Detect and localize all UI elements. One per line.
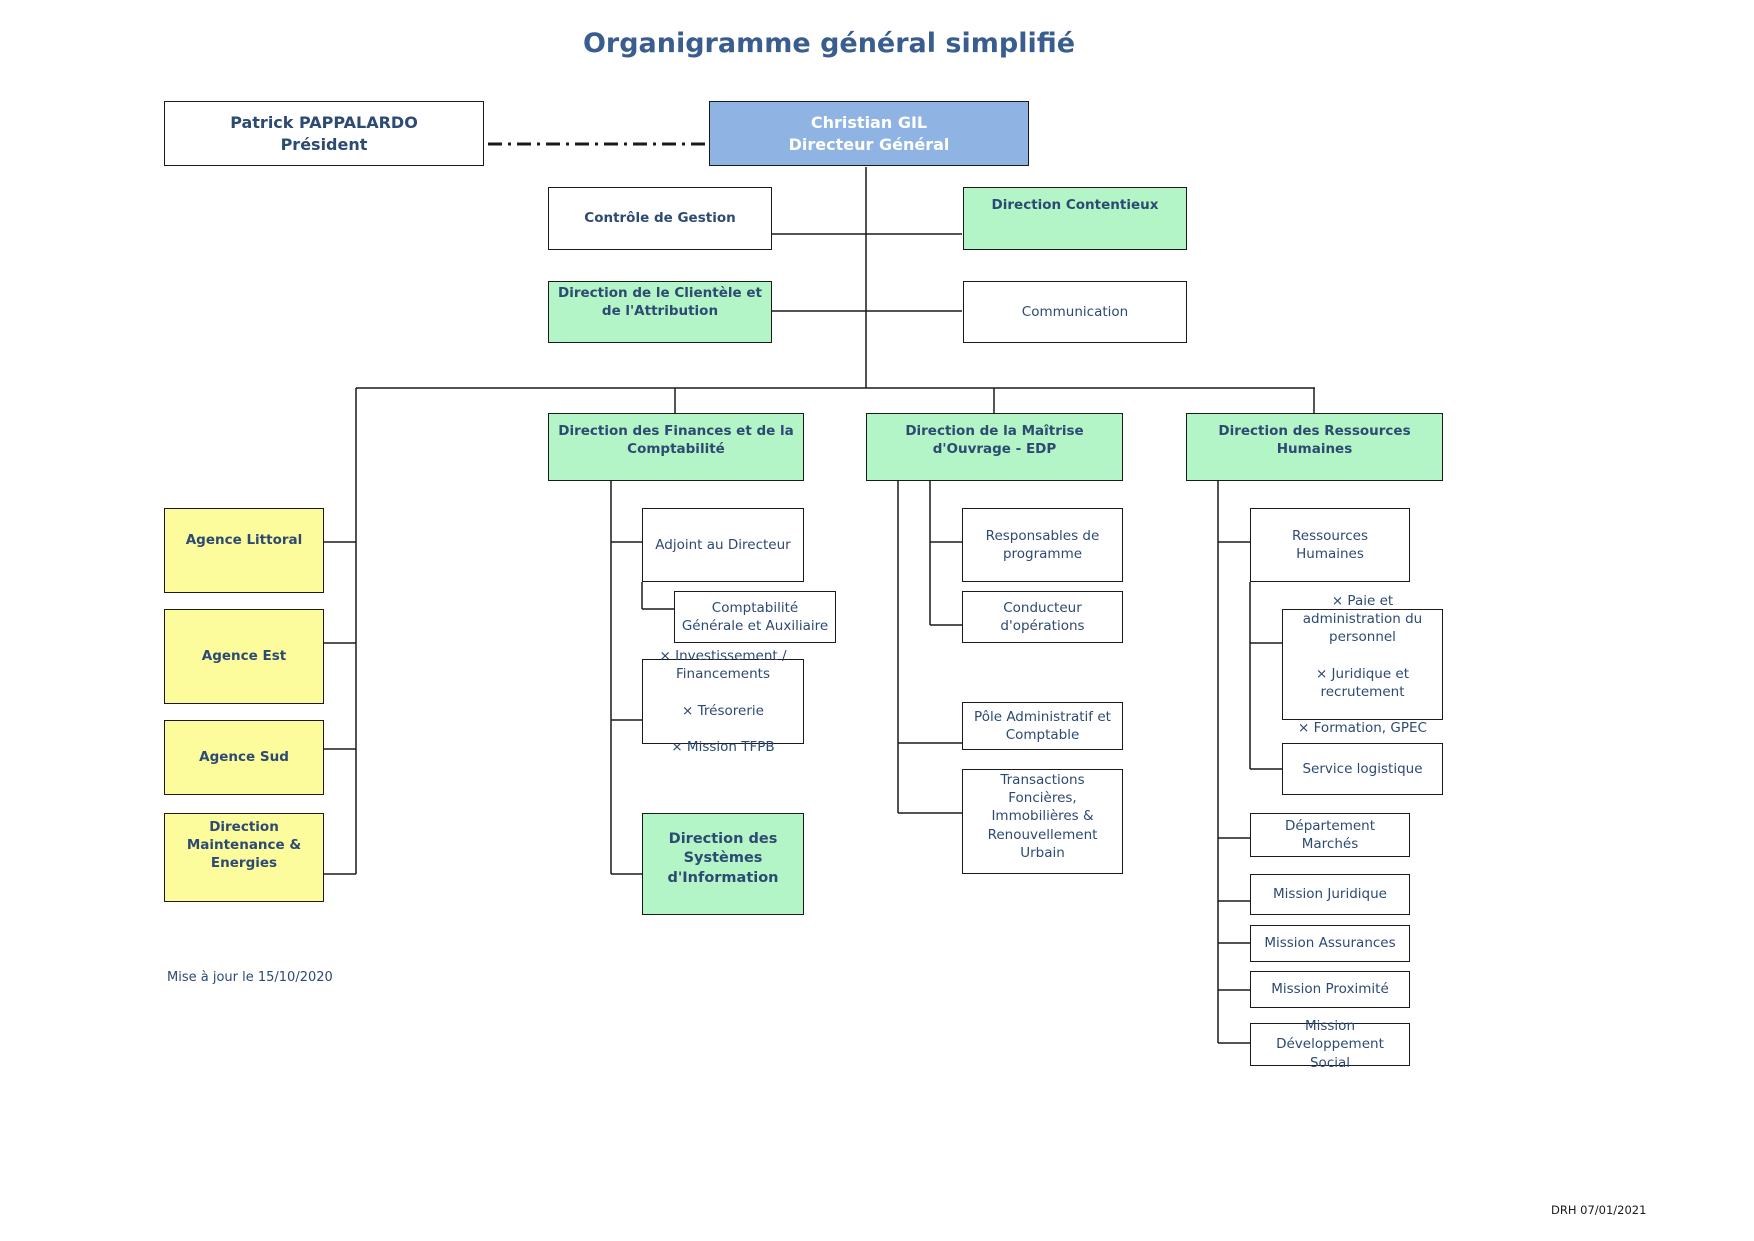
pole-administratif-label: Pôle Administratif et Comptable (974, 708, 1111, 743)
page-title: Organigramme général simplifié (582, 28, 1076, 59)
mission-assurances-box: Mission Assurances (1250, 925, 1410, 962)
mission-juridique-label: Mission Juridique (1273, 886, 1387, 903)
communication-label: Communication (1021, 303, 1129, 320)
list-item: × Trésorerie (682, 702, 764, 719)
pole-administratif-box: Pôle Administratif et Comptable (962, 702, 1123, 750)
mission-juridique-box: Mission Juridique (1250, 874, 1410, 915)
direction-clientele-box: Direction de le Clientèle et de l'Attrib… (548, 281, 772, 343)
mission-developpement-box: Mission Développement Social (1250, 1018, 1410, 1071)
direction-si-box: Direction des Systèmes d'Information (642, 813, 804, 915)
controle-gestion-label: Contrôle de Gestion (584, 210, 736, 227)
mission-proximite-label: Mission Proximité (1271, 981, 1389, 998)
mission-developpement-label: Mission Développement Social (1276, 1018, 1384, 1071)
transactions-foncieres-box: Transactions Foncières, Immobilières & R… (962, 769, 1123, 874)
direction-finances-label: Direction des Finances et de la Comptabi… (558, 423, 794, 458)
departement-marches-label: Département Marchés (1285, 817, 1375, 852)
communication-box: Communication (963, 281, 1187, 343)
agence-est-label: Agence Est (201, 648, 287, 665)
agence-littoral-box: Agence Littoral (164, 508, 324, 593)
direction-finances-box: Direction des Finances et de la Comptabi… (548, 413, 804, 481)
list-item: × Paie et administration du personnel (1302, 592, 1423, 646)
rh-services-list: × Paie et administration du personnel × … (1289, 573, 1436, 755)
list-item: × Juridique et recrutement (1315, 665, 1410, 700)
responsables-programme-label: Responsables de programme (985, 527, 1100, 562)
president-role: Président (280, 134, 368, 154)
direction-maintenance-label: Direction Maintenance & Energies (186, 819, 302, 872)
departement-marches-box: Département Marchés (1250, 813, 1410, 857)
finances-services-box: × Investissement / Financements × Trésor… (642, 648, 804, 755)
president-box: Patrick PAPPALARDO Président (164, 101, 484, 166)
direction-maintenance-box: Direction Maintenance & Energies (164, 813, 324, 902)
drh-stamp: DRH 07/01/2021 (1551, 1203, 1647, 1217)
dg-box: Christian GIL Directeur Général (709, 101, 1029, 166)
dg-role: Directeur Général (788, 134, 950, 154)
list-item: × Investissement / Financements (659, 647, 787, 683)
update-note: Mise à jour le 15/10/2020 (167, 970, 333, 985)
finances-services-list: × Investissement / Financements × Trésor… (649, 629, 797, 775)
list-item: × Formation, GPEC (1298, 720, 1427, 737)
president-name: Patrick PAPPALARDO (230, 112, 418, 132)
ressources-humaines-box: Ressources Humaines (1250, 508, 1410, 582)
controle-gestion-box: Contrôle de Gestion (548, 187, 772, 250)
direction-contentieux-label: Direction Contentieux (991, 197, 1159, 213)
service-logistique-label: Service logistique (1302, 760, 1423, 777)
comptabilite-generale-box: Comptabilité Générale et Auxiliaire (674, 591, 836, 643)
mission-proximite-box: Mission Proximité (1250, 971, 1410, 1008)
comptabilite-generale-label: Comptabilité Générale et Auxiliaire (681, 599, 829, 634)
direction-rh-box: Direction des Ressources Humaines (1186, 413, 1443, 481)
conducteur-operations-box: Conducteur d'opérations (962, 591, 1123, 643)
dg-name: Christian GIL (810, 112, 928, 132)
service-logistique-box: Service logistique (1282, 743, 1443, 795)
direction-contentieux-box: Direction Contentieux (963, 187, 1187, 250)
direction-moa-box: Direction de la Maîtrise d'Ouvrage - EDP (866, 413, 1123, 481)
adjoint-directeur-box: Adjoint au Directeur (642, 508, 804, 582)
adjoint-directeur-label: Adjoint au Directeur (655, 536, 791, 553)
ressources-humaines-label: Ressources Humaines (1292, 527, 1368, 562)
responsables-programme-box: Responsables de programme (962, 508, 1123, 582)
agence-sud-label: Agence Sud (199, 749, 289, 766)
direction-moa-label: Direction de la Maîtrise d'Ouvrage - EDP (905, 423, 1084, 458)
mission-assurances-label: Mission Assurances (1264, 935, 1396, 952)
direction-rh-label: Direction des Ressources Humaines (1218, 423, 1411, 458)
rh-services-box: × Paie et administration du personnel × … (1282, 593, 1443, 736)
agence-littoral-label: Agence Littoral (185, 532, 303, 549)
agence-sud-box: Agence Sud (164, 720, 324, 795)
list-item: × Mission TFPB (671, 738, 775, 755)
direction-si-label: Direction des Systèmes d'Information (667, 830, 779, 886)
conducteur-operations-label: Conducteur d'opérations (1000, 599, 1085, 634)
agence-est-box: Agence Est (164, 609, 324, 704)
direction-clientele-label: Direction de le Clientèle et de l'Attrib… (558, 285, 762, 320)
transactions-foncieres-label: Transactions Foncières, Immobilières & R… (987, 771, 1098, 861)
